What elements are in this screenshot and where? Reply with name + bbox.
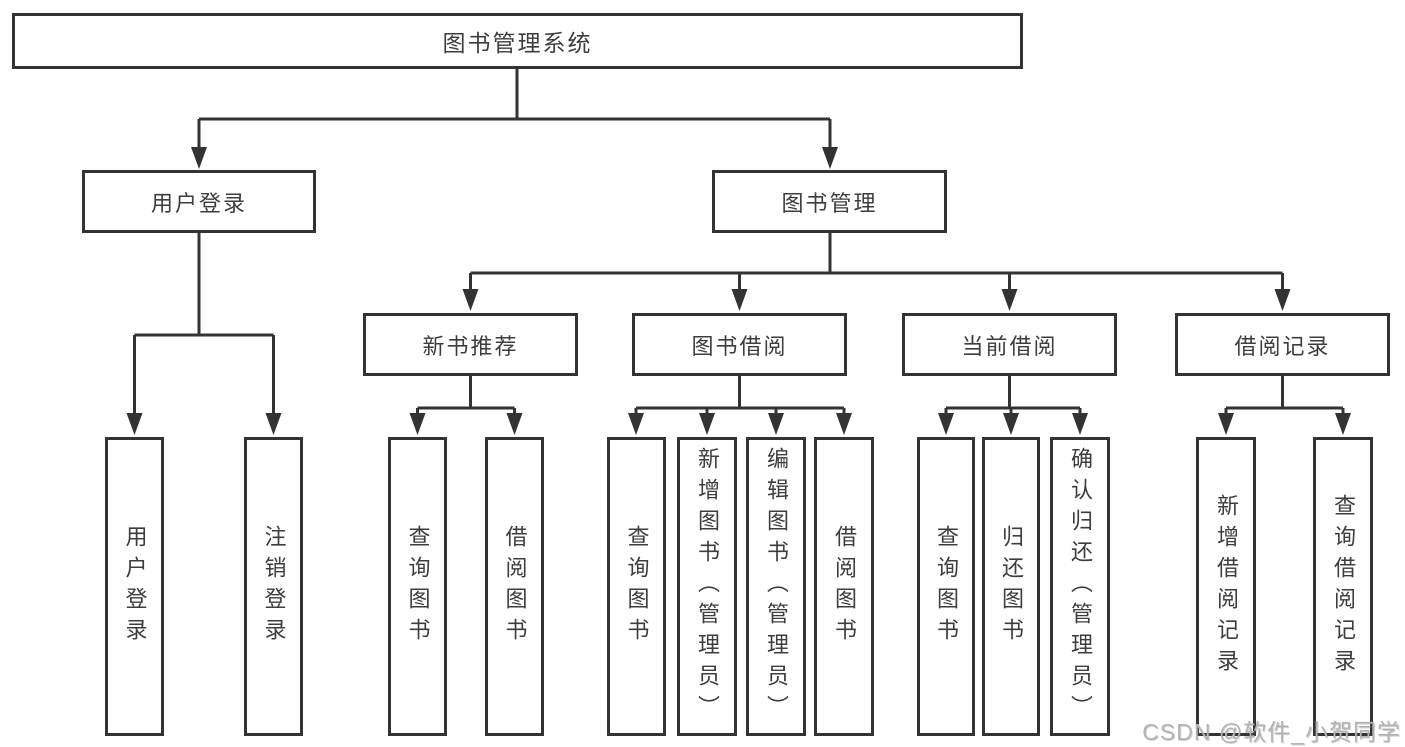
node-library-management-system: 图书管理系统: [12, 13, 1023, 69]
node-label: 用户登录: [150, 190, 247, 216]
node-label: 查询图书: [405, 524, 431, 649]
node-label: 图书借阅: [691, 333, 788, 359]
node-label: 新书推荐: [422, 333, 519, 359]
node-label: 新增借阅记录: [1214, 493, 1239, 680]
node-label: 借阅图书: [832, 524, 857, 649]
leaf-current-query-books: 查询图书: [917, 437, 975, 736]
leaf-current-confirm-return-admin: 确认归还（管理员）: [1050, 437, 1110, 736]
leaf-records-query-record: 查询借阅记录: [1313, 437, 1373, 736]
leaf-borrowing-edit-books-admin: 编辑图书（管理员）: [746, 437, 806, 736]
node-label: 图书管理: [781, 190, 878, 216]
node-label: 注销登录: [261, 524, 287, 649]
node-book-management: 图书管理: [712, 170, 947, 233]
node-label: 当前借阅: [961, 333, 1058, 359]
node-label: 借阅图书: [502, 524, 528, 649]
node-label: 归还图书: [999, 524, 1024, 649]
leaf-logout: 注销登录: [244, 437, 303, 736]
node-label: 查询图书: [624, 524, 650, 649]
node-book-borrowing: 图书借阅: [632, 313, 847, 376]
leaf-newrec-borrow-books: 借阅图书: [485, 437, 544, 736]
node-label: 用户登录: [122, 524, 148, 649]
leaf-records-add-record: 新增借阅记录: [1196, 437, 1256, 736]
node-user-login: 用户登录: [82, 170, 316, 233]
node-label: 新增图书（管理员）: [695, 447, 720, 726]
node-label: 查询图书: [934, 524, 959, 649]
node-current-borrowing: 当前借阅: [902, 313, 1117, 376]
leaf-current-return-books: 归还图书: [982, 437, 1040, 736]
leaf-user-login: 用户登录: [105, 437, 164, 736]
leaf-newrec-query-books: 查询图书: [388, 437, 447, 736]
csdn-watermark: CSDN @软件_小贺同学: [1142, 719, 1401, 745]
node-label: 图书管理系统: [442, 30, 593, 56]
node-label: 查询借阅记录: [1331, 493, 1356, 680]
node-label: 确认归还（管理员）: [1068, 447, 1093, 726]
node-label: 编辑图书（管理员）: [764, 447, 789, 726]
node-new-book-recommend: 新书推荐: [363, 313, 578, 376]
leaf-borrowing-borrow-books: 借阅图书: [814, 437, 874, 736]
node-borrowing-records: 借阅记录: [1175, 313, 1390, 376]
leaf-borrowing-add-books-admin: 新增图书（管理员）: [677, 437, 737, 736]
leaf-borrowing-query-books: 查询图书: [607, 437, 666, 736]
node-label: 借阅记录: [1234, 333, 1331, 359]
